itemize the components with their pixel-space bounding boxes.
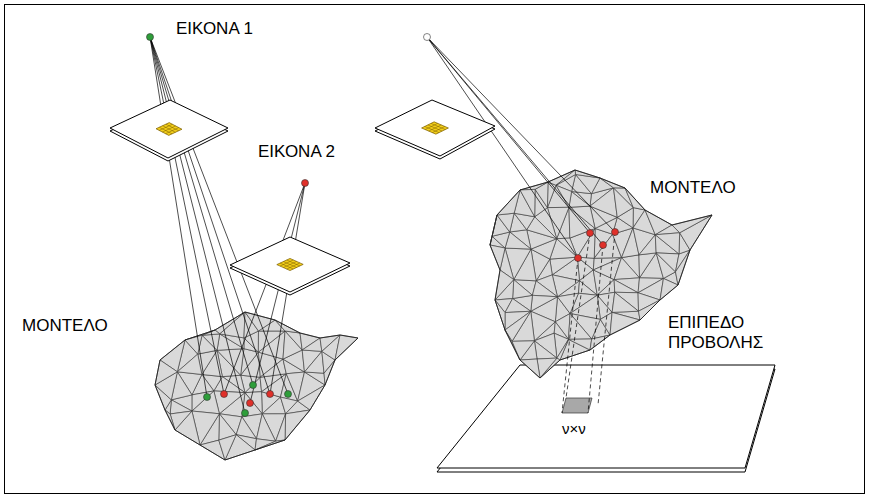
- image-plane: [110, 100, 228, 161]
- projection-center: [424, 34, 431, 41]
- projection-center: [147, 34, 154, 41]
- mesh-model: [155, 312, 358, 460]
- part-label: ΜΟΝΤΕΛΟ: [650, 178, 736, 198]
- image-plane: [375, 100, 495, 159]
- part-label: ΕΠΙΠΕΔΟ ΠΡΟΒΟΛΗΣ: [668, 313, 778, 354]
- part-label: ΕΙΚΟΝΑ 1: [176, 19, 253, 39]
- tie-point: [221, 391, 274, 407]
- tie-point: [204, 382, 292, 417]
- projection-plane: [437, 365, 775, 472]
- image-plane: [230, 237, 350, 295]
- surface-point: [575, 229, 619, 262]
- projection-rays: [150, 37, 288, 413]
- orthographic-lines: [562, 232, 615, 413]
- part-label: ΕΙΚΟΝΑ 2: [258, 142, 335, 162]
- part-label: ΜΟΝΤΕΛΟ: [22, 316, 108, 336]
- projection-center: [302, 180, 309, 187]
- frame: [5, 5, 865, 494]
- dimension-label: ν×ν: [562, 420, 586, 438]
